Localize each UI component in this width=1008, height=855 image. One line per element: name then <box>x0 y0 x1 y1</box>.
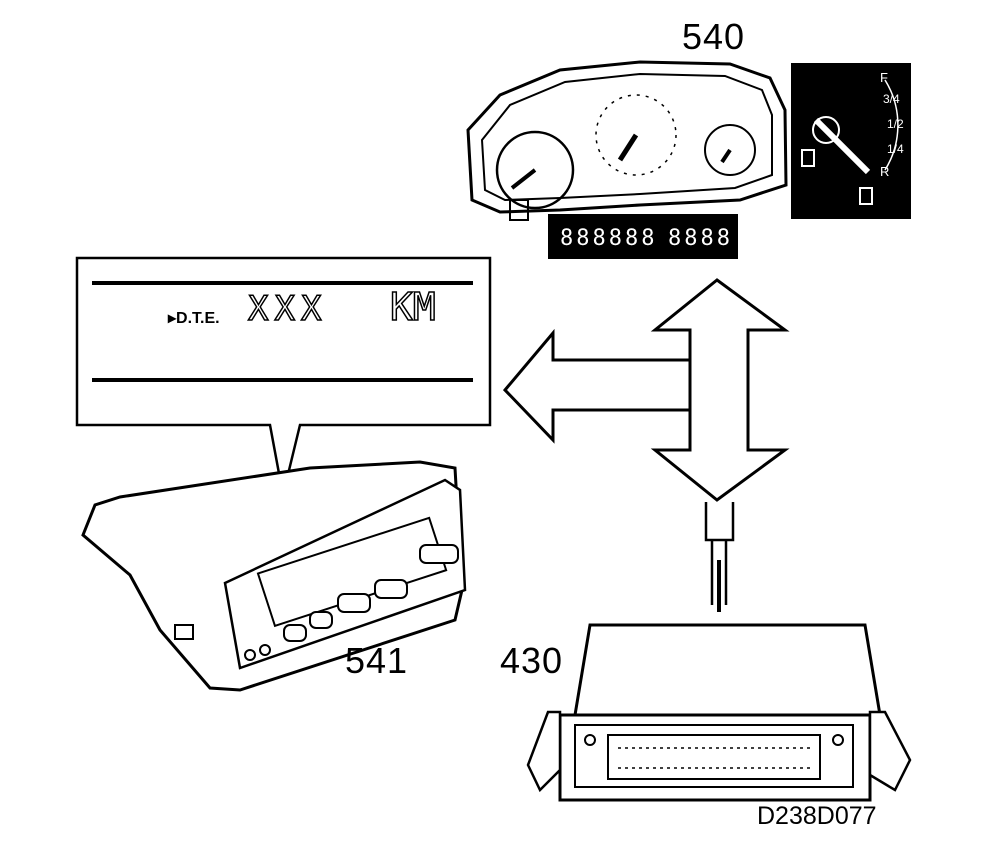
fuel-mark-half: 1/2 <box>887 117 904 131</box>
instrument-cluster <box>468 62 786 220</box>
dte-value: XXX <box>248 289 327 329</box>
instrument-cluster-label: 540 <box>682 16 745 58</box>
fuel-mark-three-quarters: 3/4 <box>883 92 900 106</box>
left-arrow <box>505 333 690 440</box>
drawing-code: D238D077 <box>757 802 877 831</box>
connecting-cable <box>706 502 733 612</box>
cluster-lcd: 888888 8888 <box>548 214 738 259</box>
dte-indicator: ▸D.T.E. <box>167 310 220 327</box>
fuel-mark-reserve: R <box>880 164 889 179</box>
information-display-label: 541 <box>345 640 408 682</box>
fuel-mark-quarter: 1/4 <box>887 142 904 156</box>
control-module <box>528 625 910 800</box>
fuel-mark-full: F <box>880 70 888 85</box>
fuel-gauge: F 3/4 1/2 1/4 R <box>791 63 911 219</box>
control-module-label: 430 <box>500 640 563 682</box>
odometer-readout: 888888 <box>560 226 657 251</box>
data-flow-arrows <box>505 280 785 500</box>
trip-readout: 8888 <box>668 226 733 251</box>
dte-unit: KM <box>390 285 436 329</box>
display-callout: ▸D.T.E. XXX KM <box>77 258 490 495</box>
